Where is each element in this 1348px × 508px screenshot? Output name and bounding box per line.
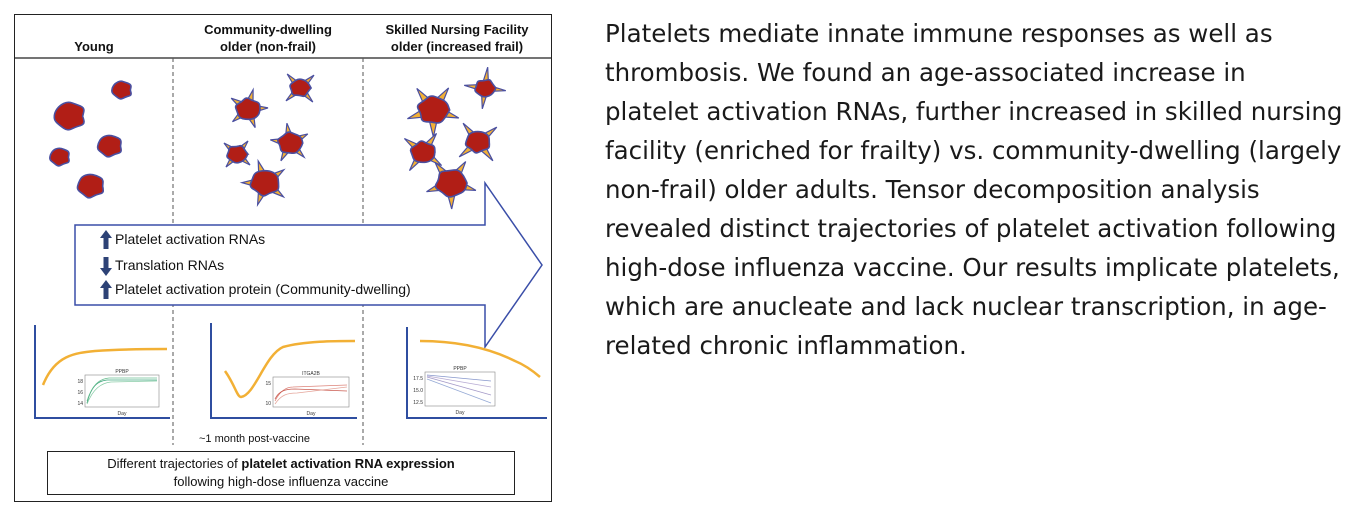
findings-arrow-shape — [74, 180, 543, 350]
trend-curve — [41, 347, 168, 386]
platelet-body — [53, 101, 85, 131]
inset-title: PPBP — [453, 366, 467, 372]
inset-ytick-label: 15 — [265, 381, 271, 387]
platelet-body — [289, 78, 313, 98]
column-header-snf: Skilled Nursing Facility older (increase… — [363, 21, 551, 55]
resting-platelet — [76, 173, 105, 199]
summary-prefix: Different trajectories of — [107, 456, 242, 471]
platelet-illustrations — [49, 67, 506, 210]
platelet-body — [76, 173, 105, 199]
trend-curve — [223, 339, 356, 399]
platelet-body — [409, 140, 436, 164]
column-header-line2: older (non-frail) — [219, 39, 317, 54]
finding-platelet-activation-rnas: Platelet activation RNAs — [115, 231, 266, 247]
up-arrow-icon — [100, 230, 112, 249]
plot-axes — [210, 323, 357, 419]
inset-series-line — [426, 378, 492, 404]
inset-ytick-label: 10 — [265, 401, 271, 407]
platelet-body — [49, 147, 70, 167]
summary-line1: Different trajectories of platelet activ… — [48, 455, 514, 473]
inset-ytick-label: 14 — [77, 401, 83, 407]
plot-axes — [34, 325, 170, 419]
inset-xlabel: Day — [118, 411, 127, 417]
resting-platelet — [53, 101, 85, 131]
abstract-text: Platelets mediate innate immune response… — [605, 19, 1343, 360]
inset-series-line — [274, 384, 348, 402]
down-arrow-icon — [100, 257, 112, 276]
activated-platelet — [426, 161, 477, 210]
activated-platelet — [407, 87, 460, 138]
platelet-body — [226, 144, 250, 164]
inset-title: ITGA2B — [302, 371, 320, 377]
finding-translation-rnas: Translation RNAs — [115, 257, 225, 273]
activated-platelet — [464, 67, 506, 109]
up-arrow-icon — [100, 280, 112, 299]
platelet-body — [416, 95, 451, 124]
direction-arrows — [100, 230, 112, 299]
finding-platelet-activation-protein: Platelet activation protein (Community-d… — [115, 281, 411, 297]
activated-platelet — [270, 122, 309, 162]
activated-platelet — [223, 140, 251, 168]
inset-series-line — [426, 374, 492, 382]
column-header-line1: Young — [74, 39, 114, 54]
inset-ytick-label: 15.0 — [413, 388, 423, 394]
activated-platelet — [403, 132, 443, 172]
inset-frame — [272, 376, 350, 408]
trend-curve — [419, 339, 541, 378]
platelet-body — [234, 97, 261, 121]
column-header-line2: older (increased frail) — [390, 39, 524, 54]
column-header-line1: Community-dwelling — [204, 22, 332, 37]
activated-platelet — [230, 87, 269, 128]
activated-platelet — [239, 158, 286, 208]
inset-series-line — [86, 380, 158, 405]
time-caption: ~1 month post-vaccine — [199, 433, 310, 445]
inset-ytick-label: 16 — [77, 390, 83, 396]
platelet-body — [276, 131, 304, 155]
inset-ytick-label: 12.5 — [413, 400, 423, 406]
inset-ytick-label: 18 — [77, 379, 83, 385]
summary-box: Different trajectories of platelet activ… — [47, 451, 515, 495]
activated-platelet — [458, 122, 498, 162]
column-header-line1: Skilled Nursing Facility — [385, 22, 529, 37]
inset-title: PPBP — [115, 369, 129, 375]
platelet-body — [434, 169, 468, 198]
column-header-community: Community-dwelling older (non-frail) — [173, 21, 363, 55]
column-header-young: Young — [15, 21, 173, 55]
summary-line2: following high-dose influenza vaccine — [173, 474, 389, 489]
platelet-body — [249, 169, 280, 197]
inset-xlabel: Day — [307, 411, 316, 417]
platelet-body — [111, 80, 132, 100]
resting-platelet — [96, 134, 122, 158]
resting-platelet — [111, 80, 132, 100]
plot-axes — [406, 327, 547, 419]
inset-series-line — [274, 388, 348, 400]
platelet-body — [96, 134, 122, 158]
platelet-body — [464, 130, 491, 154]
activated-platelet — [285, 73, 315, 103]
inset-xlabel: Day — [456, 410, 465, 416]
summary-bold: platelet activation RNA expression — [241, 456, 455, 471]
inset-series-line — [426, 375, 492, 388]
inset-series-line — [86, 377, 157, 402]
inset-series-line — [426, 376, 492, 396]
platelet-body — [474, 78, 497, 98]
resting-platelet — [49, 147, 70, 167]
inset-series-line — [86, 379, 157, 404]
inset-ytick-label: 17.5 — [413, 376, 423, 382]
inset-series-line — [274, 386, 348, 405]
